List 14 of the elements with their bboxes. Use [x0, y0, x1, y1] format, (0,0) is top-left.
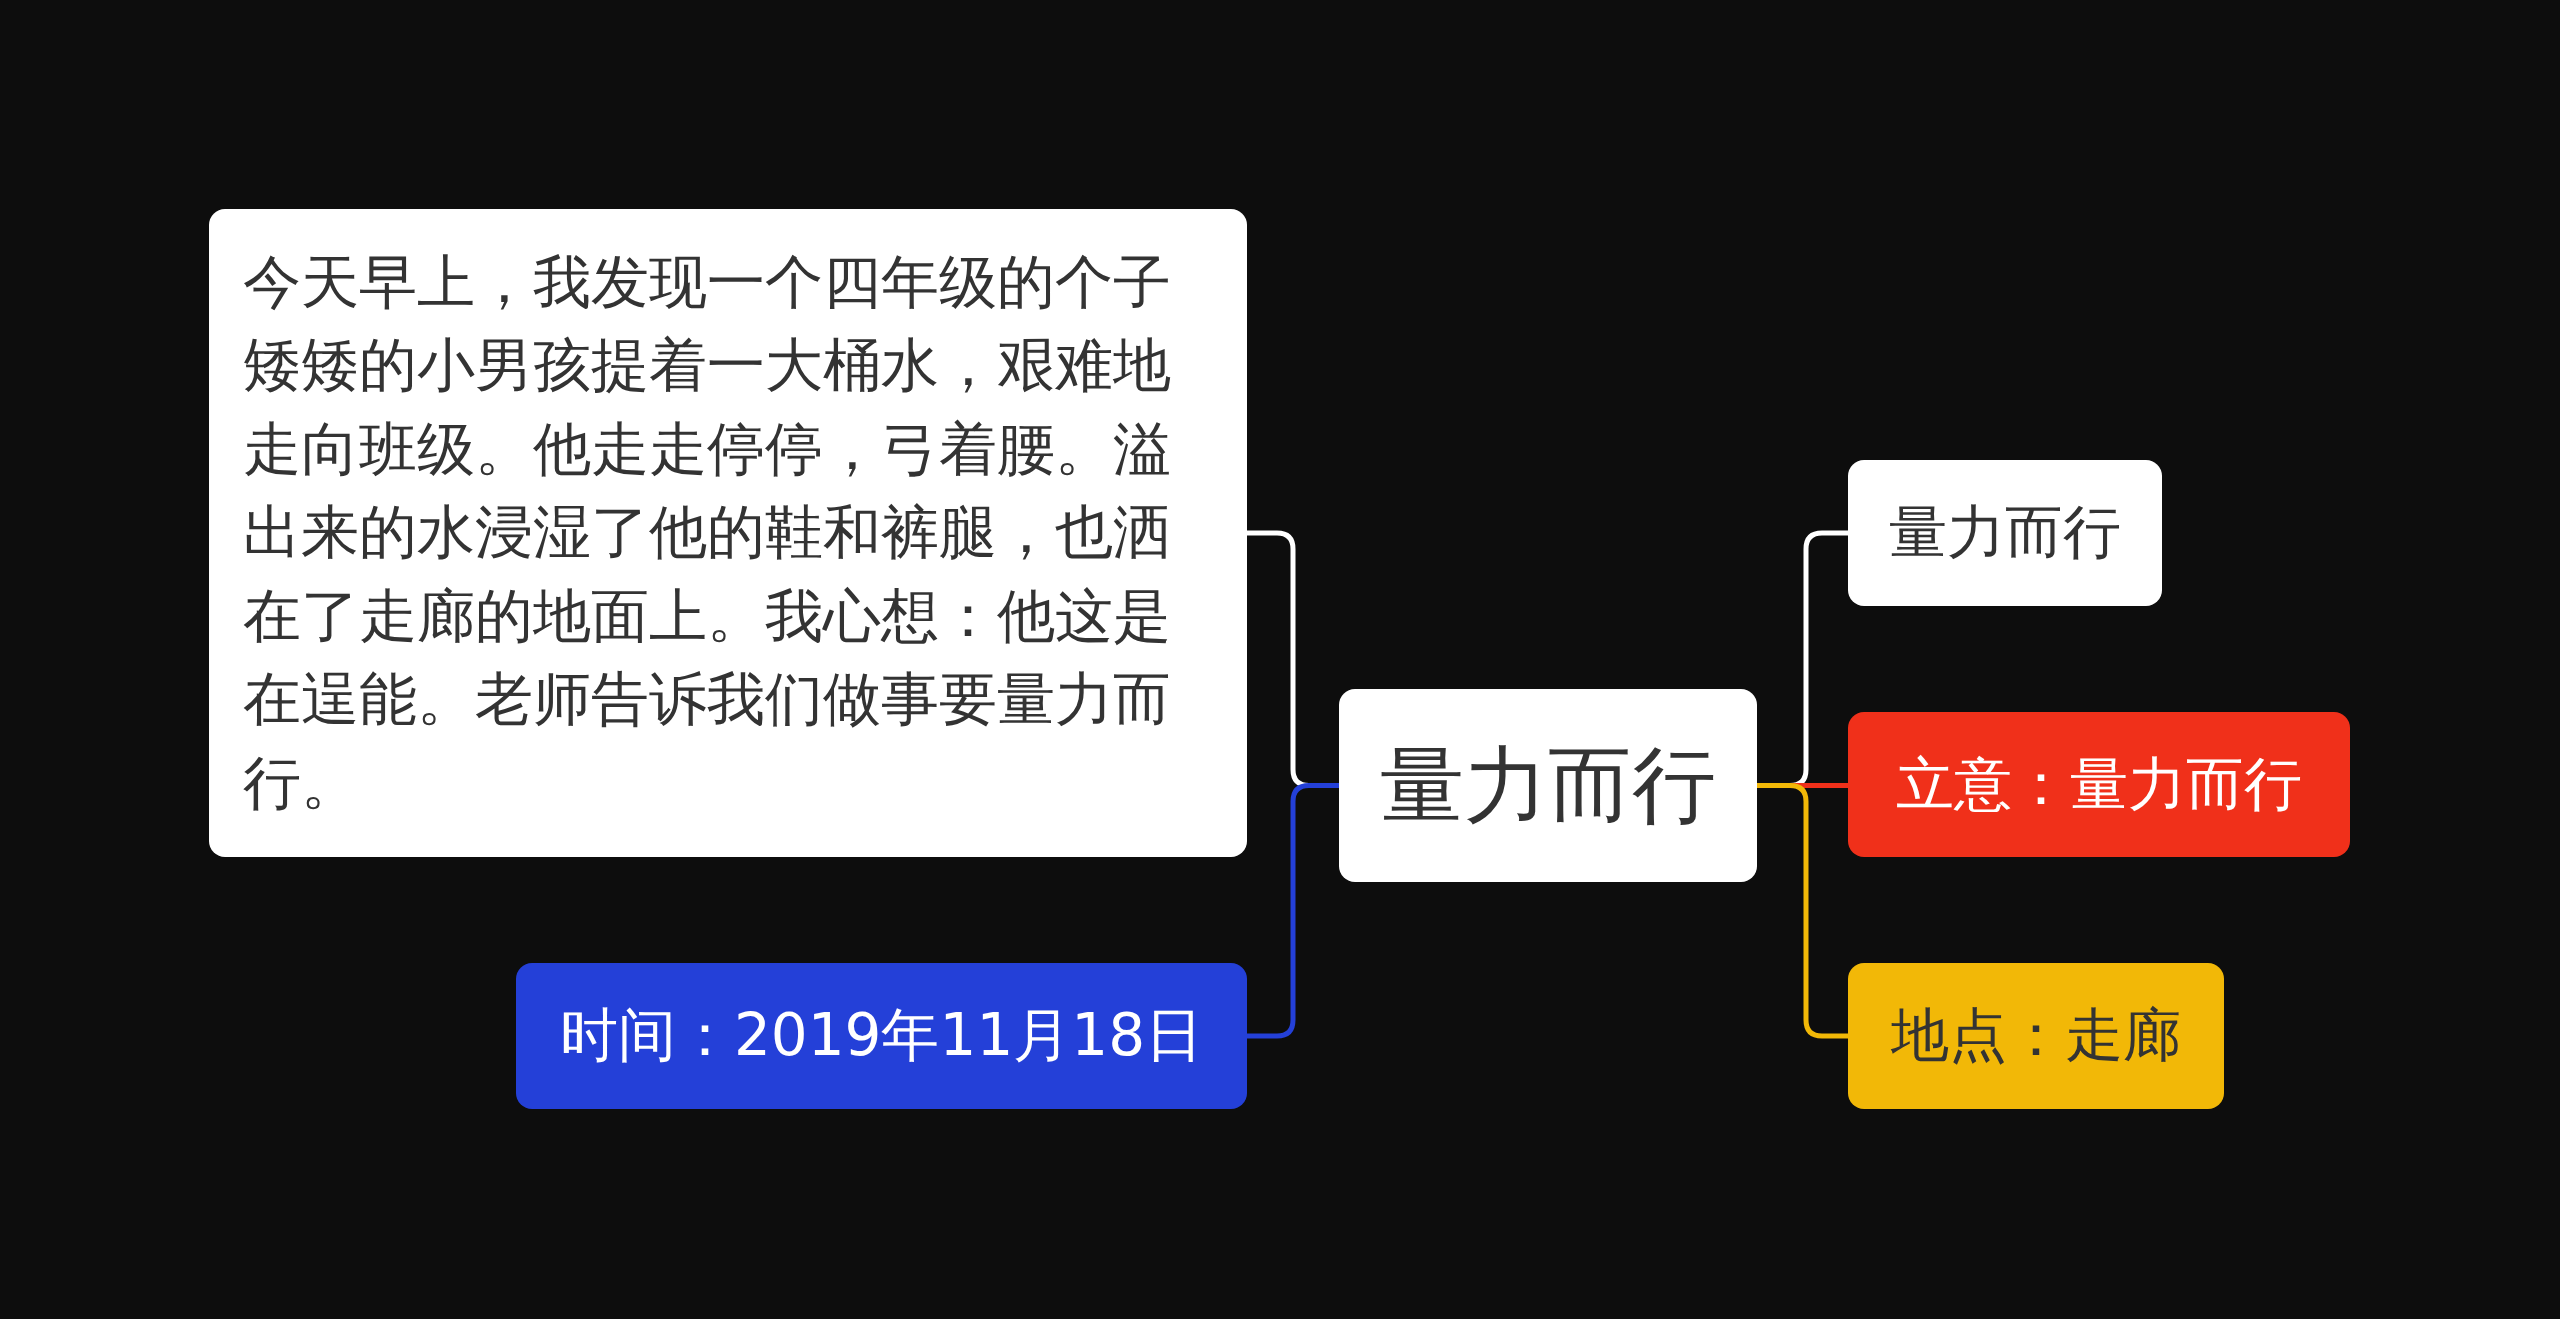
central-topic-box — [1339, 689, 1757, 882]
topic-text: 时间：2019年11月18日 — [559, 1001, 1204, 1071]
connector-line — [1247, 783, 1339, 1039]
topic-box — [1848, 963, 2224, 1109]
topic-box — [1848, 460, 2162, 606]
topic-box — [209, 209, 1247, 857]
topic-text: 量力而行 — [1380, 735, 1716, 836]
topic-text: 地点：走廊 — [1891, 1001, 2181, 1071]
topic-text: 今天早上，我发现一个四年级的个子矮矮的小男孩提着一大桶水，艰难地走向班级。他走走停停，弓着腰。溢出来的水浸湿了他的鞋和裤腿，也洒在了走廊的地面上。我心想：他这是在逞能。老师告诉我们做事要量力而行。 — [243, 246, 1172, 819]
connector-line — [1757, 783, 1848, 1039]
topic-box — [1848, 712, 2350, 857]
topic-text: 立意：量力而行 — [1896, 749, 2302, 820]
topic-box — [516, 963, 1247, 1109]
topic-text: 量力而行 — [1889, 498, 2121, 568]
